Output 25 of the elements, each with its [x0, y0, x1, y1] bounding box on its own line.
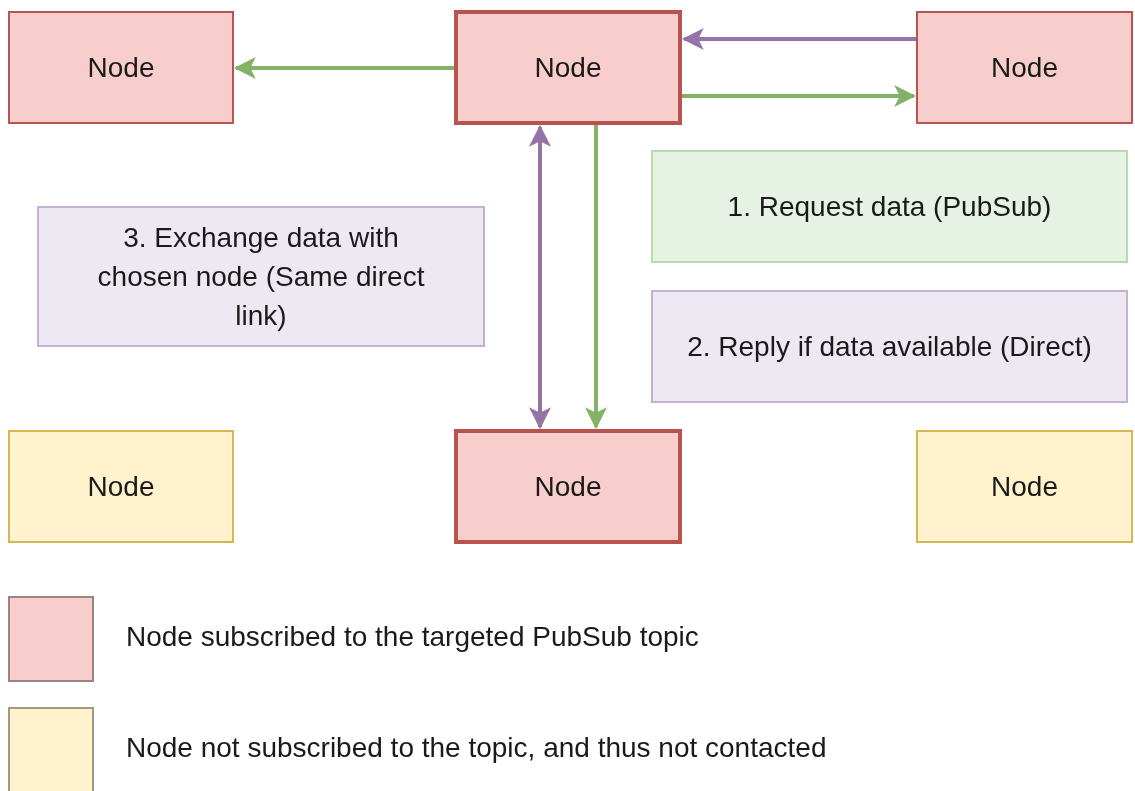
note-box [651, 150, 1128, 263]
node-label: 3. Exchange data with chosen node (Same direct link) [96, 220, 426, 334]
arrow [681, 28, 916, 50]
node-box [8, 430, 234, 543]
note-box [37, 206, 485, 347]
legend-label: Node not subscribed to the topic, and thus not contacted [126, 732, 827, 764]
legend-label: Node subscribed to the targeted PubSub topic [126, 621, 699, 653]
arrow [529, 124, 551, 430]
node-label: Node [534, 469, 602, 504]
node-box [916, 11, 1133, 124]
note-box [651, 290, 1128, 403]
node-box [8, 11, 234, 124]
node-box [916, 430, 1133, 543]
node-box [454, 429, 682, 544]
node-box [454, 10, 682, 125]
arrow [233, 57, 454, 79]
node-label: Node [991, 50, 1058, 85]
node-label: Node [87, 50, 155, 85]
node-label: Node [991, 469, 1058, 504]
node-label: 1. Request data (PubSub) [727, 189, 1052, 224]
node-label: 2. Reply if data available (Direct) [687, 329, 1092, 364]
node-label: Node [87, 469, 155, 504]
node-label: Node [534, 50, 602, 85]
arrow [682, 85, 917, 107]
arrow [585, 125, 607, 430]
